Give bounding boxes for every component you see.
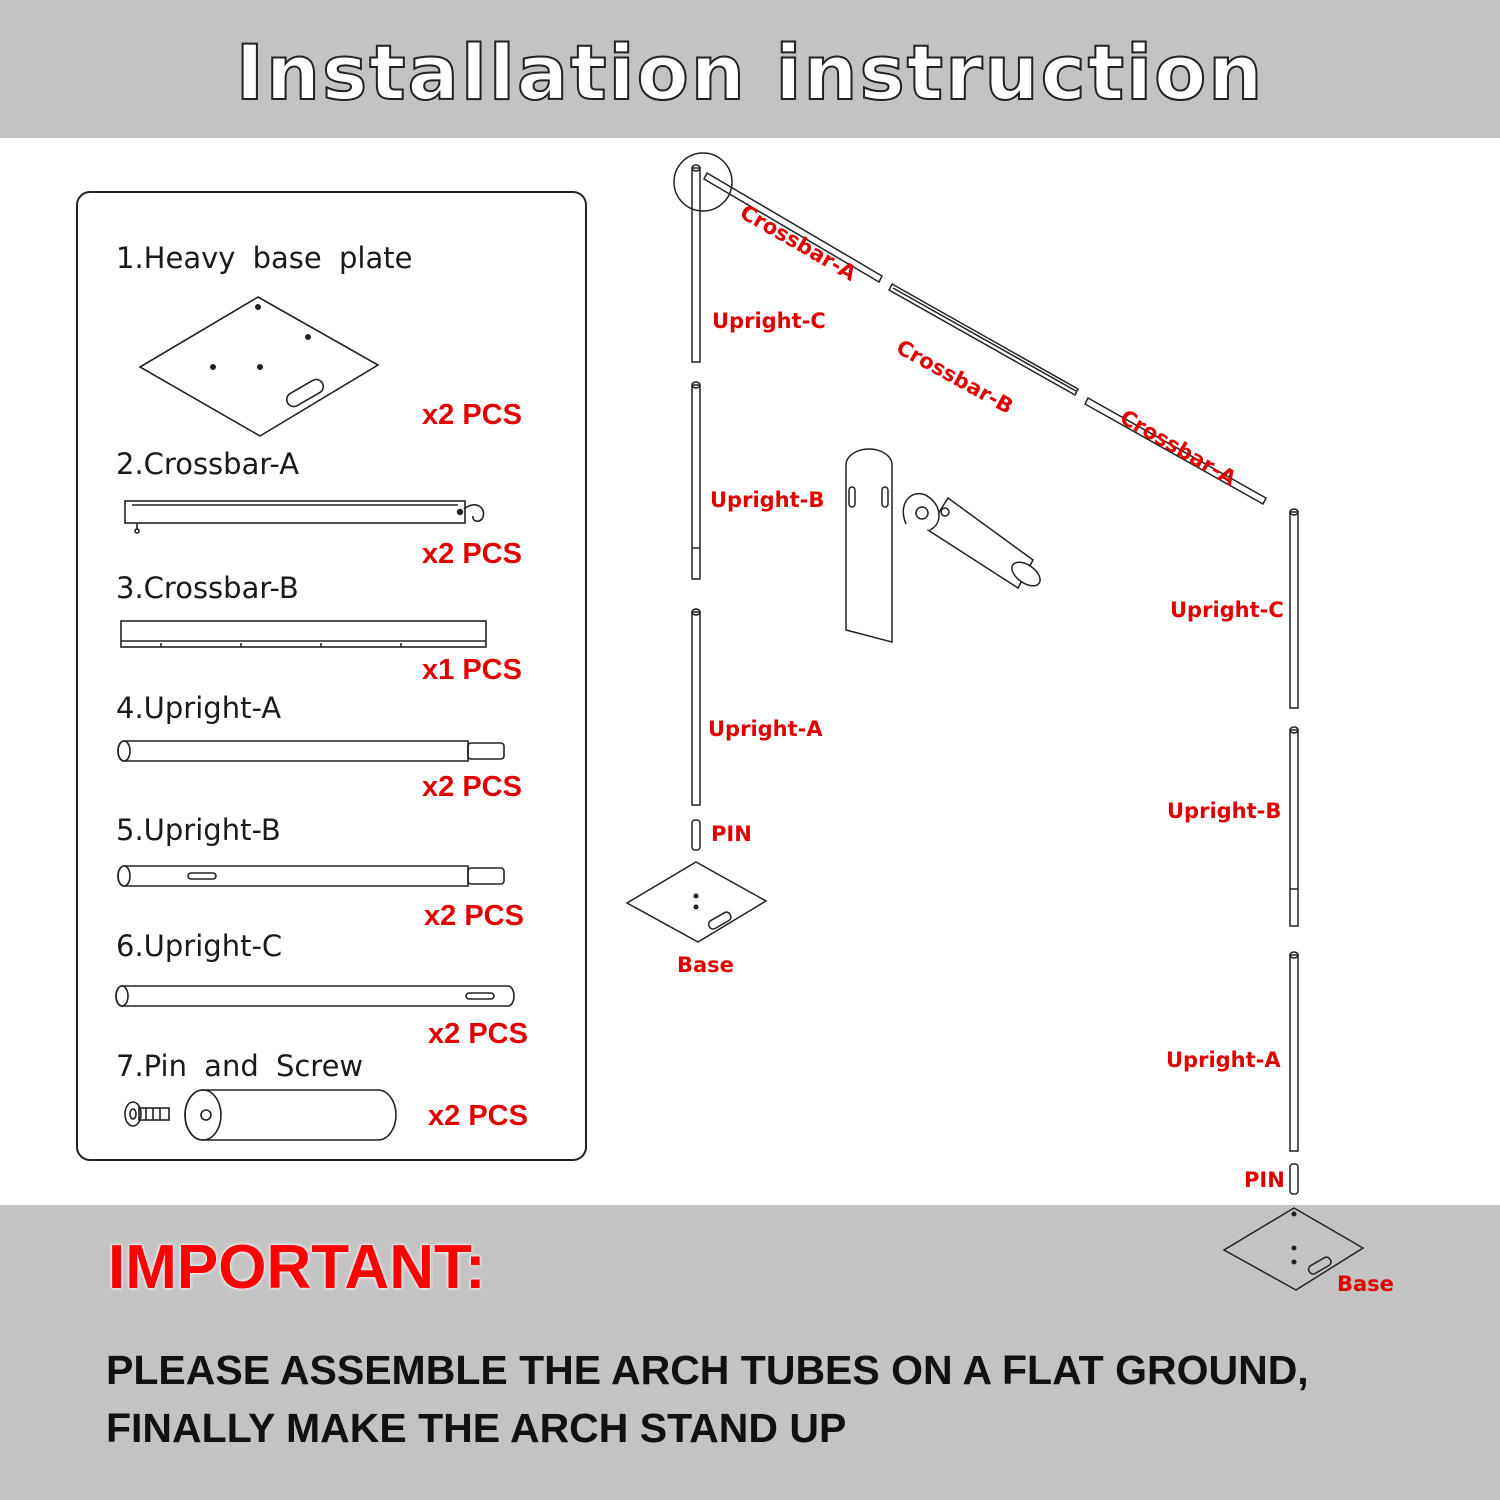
label-left-base: Base xyxy=(677,953,734,977)
part-qty-upright-c: x2 PCS xyxy=(428,1018,528,1050)
crossbar-a-icon xyxy=(124,500,485,534)
label-right-base: Base xyxy=(1337,1272,1394,1296)
part-name-upright-b: 5.Upright-B xyxy=(116,813,281,847)
crossbar-a-right xyxy=(1084,396,1267,506)
right-upright-a xyxy=(1289,951,1299,1152)
part-qty-crossbar-b: x1 PCS xyxy=(422,654,522,686)
upright-a-icon xyxy=(117,740,505,762)
part-qty-base-plate: x2 PCS xyxy=(422,399,522,431)
part-name-upright-a: 4.Upright-A xyxy=(116,691,282,725)
header-band: Installation instruction xyxy=(0,0,1500,138)
part-name-crossbar-a: 2.Crossbar-A xyxy=(116,447,300,481)
left-upright-a xyxy=(691,608,701,806)
crossbar-a-left xyxy=(703,171,883,284)
crossbar-b-icon xyxy=(120,620,487,648)
part-name-pin-and-screw: 7.Pin and Screw xyxy=(116,1049,364,1083)
label-left-upright-a: Upright-A xyxy=(708,717,823,741)
left-upright-c xyxy=(691,164,701,363)
parts-list-panel: 1.Heavy base plate x2 PCS 2.Crossbar-A x… xyxy=(76,191,587,1161)
notice-line-1: PLEASE ASSEMBLE THE ARCH TUBES ON A FLAT… xyxy=(106,1347,1309,1393)
hook-connector-detail-icon xyxy=(845,448,1041,643)
right-upright-c xyxy=(1289,508,1299,709)
upright-c-icon xyxy=(115,985,515,1007)
part-name-base-plate: 1.Heavy base plate xyxy=(116,241,413,275)
connection-detail-circle xyxy=(673,152,733,212)
part-qty-pin-and-screw: x2 PCS xyxy=(428,1100,528,1132)
footer-band xyxy=(0,1205,1500,1500)
part-qty-upright-b: x2 PCS xyxy=(424,900,524,932)
important-heading: IMPORTANT: xyxy=(108,1233,486,1302)
label-right-upright-a: Upright-A xyxy=(1166,1048,1281,1072)
right-upright-b xyxy=(1289,726,1299,927)
upright-b-icon xyxy=(117,865,505,887)
label-left-upright-b: Upright-B xyxy=(710,488,825,512)
label-right-pin: PIN xyxy=(1244,1168,1285,1192)
right-pin-icon xyxy=(1289,1163,1299,1195)
label-left-upright-c: Upright-C xyxy=(712,309,826,333)
label-right-upright-c: Upright-C xyxy=(1170,598,1284,622)
part-qty-crossbar-a: x2 PCS xyxy=(422,538,522,570)
pin-and-screw-icon xyxy=(124,1089,397,1141)
part-name-upright-c: 6.Upright-C xyxy=(116,929,283,963)
part-qty-upright-a: x2 PCS xyxy=(422,771,522,803)
label-left-pin: PIN xyxy=(711,822,752,846)
label-right-upright-b: Upright-B xyxy=(1167,799,1282,823)
parts-drawings xyxy=(115,296,515,1141)
part-name-crossbar-b: 3.Crossbar-B xyxy=(116,571,299,605)
left-base-plate-icon xyxy=(625,861,768,943)
base-plate-icon xyxy=(138,296,380,437)
left-upright-b xyxy=(691,381,701,580)
left-pin-icon xyxy=(691,819,701,851)
page-title: Installation instruction xyxy=(235,27,1265,118)
notice-line-2: FINALLY MAKE THE ARCH STAND UP xyxy=(106,1405,847,1451)
crossbar-b-tube xyxy=(888,282,1079,397)
